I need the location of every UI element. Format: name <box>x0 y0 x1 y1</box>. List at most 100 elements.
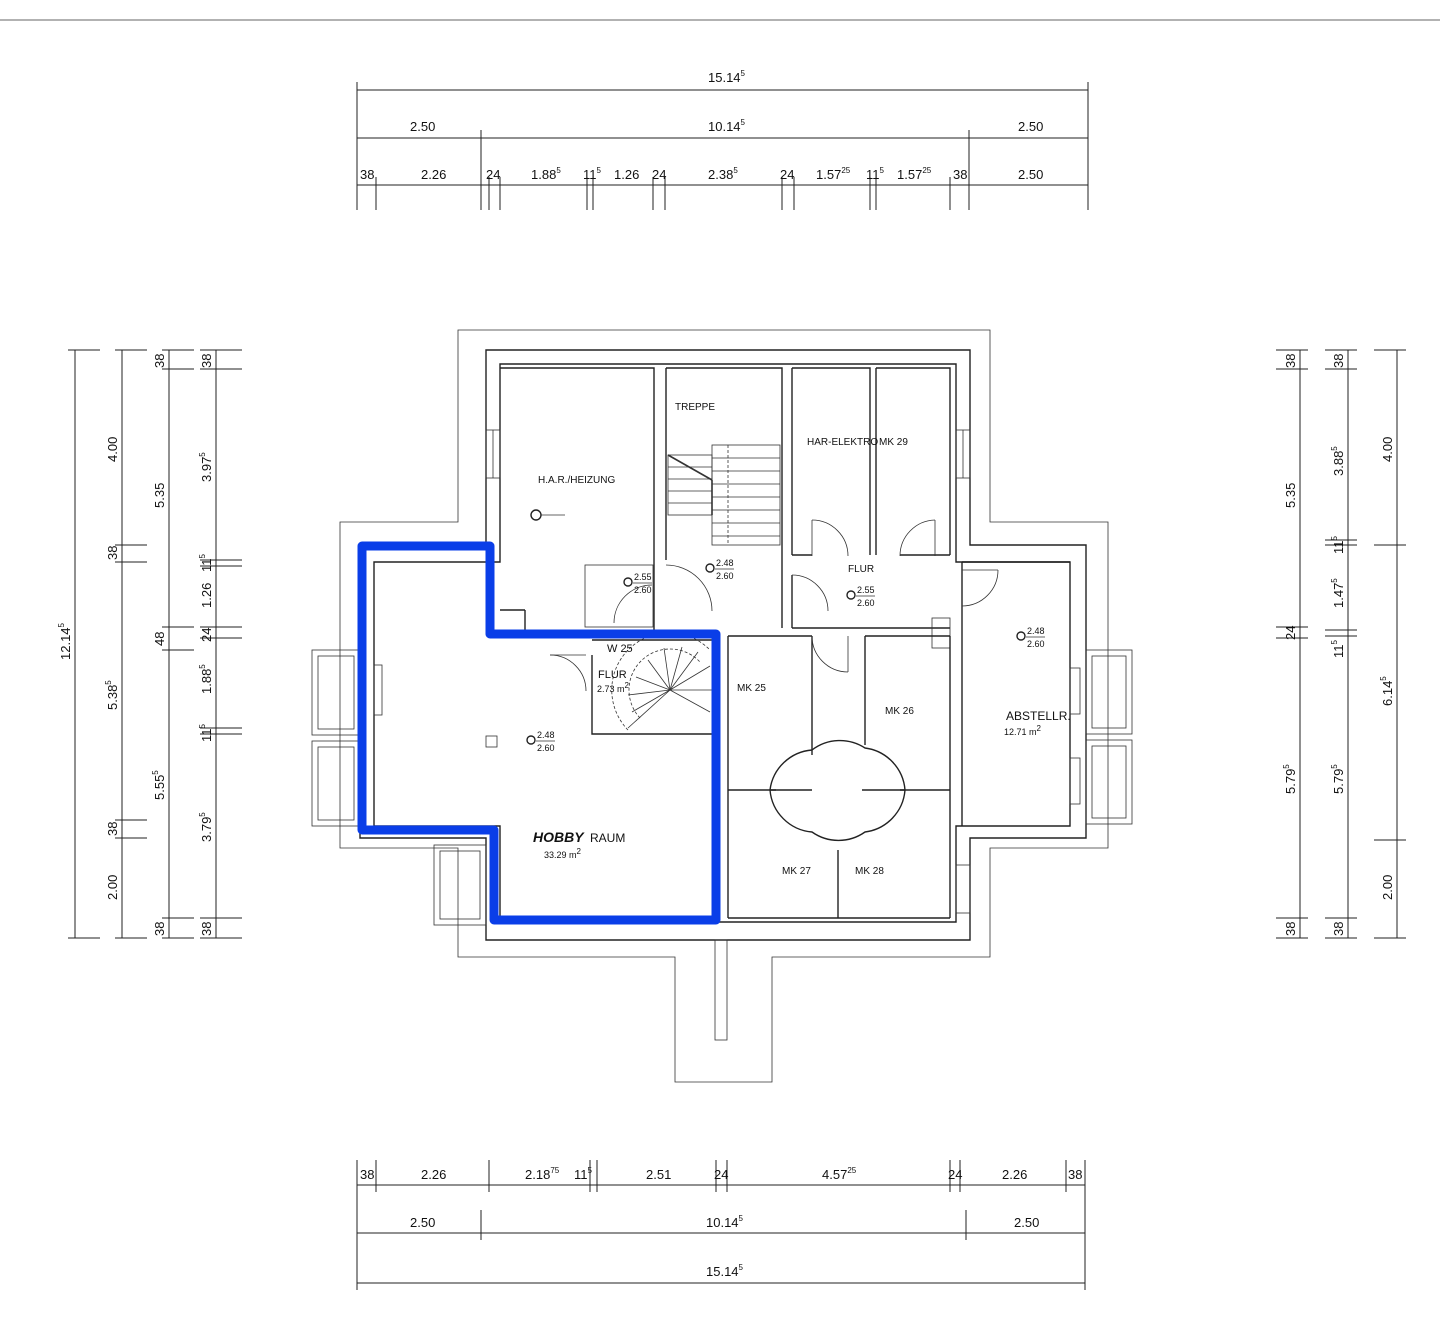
svg-text:2.48: 2.48 <box>537 730 555 740</box>
room-label-abstellr: ABSTELLR. <box>1006 709 1071 723</box>
dim-label: 115 <box>1330 640 1346 659</box>
door-swing <box>899 519 936 557</box>
dim-label: 24 <box>652 167 666 182</box>
light-well-bottom-left-inner <box>439 850 481 920</box>
level-markers: 2.55 2.60 2.48 2.60 2.55 2.60 2.48 2.60 … <box>526 509 1045 753</box>
light-well-left-upper <box>311 649 361 736</box>
dim-label: 115 <box>866 166 885 182</box>
room-label-flur: FLUR <box>848 564 874 575</box>
dim-label: 4.5725 <box>822 1166 857 1182</box>
top-dimension-chains: 15.145 2.50 10.145 2.50 38 2.26 24 1.885… <box>356 69 1089 210</box>
room-label-hobby-handwritten: HOBBY <box>533 829 585 845</box>
dim-label: 3.795 <box>198 812 214 842</box>
dim-label: 15.145 <box>706 1263 744 1279</box>
dim-label: 3.975 <box>198 452 214 482</box>
dim-label: 2.50 <box>410 1215 435 1230</box>
dim-ticks <box>356 82 1089 210</box>
room-area-abstellr: 12.71 m2 <box>1004 724 1042 737</box>
wall <box>876 367 951 555</box>
dim-label: 24 <box>948 1167 962 1182</box>
light-well-right-lower-inner <box>1091 745 1127 819</box>
dim-ticks <box>68 349 242 939</box>
light-well-right-upper <box>1085 649 1133 735</box>
wall <box>666 367 783 628</box>
svg-text:2.60: 2.60 <box>634 585 652 595</box>
svg-text:2.60: 2.60 <box>537 743 555 753</box>
windows <box>373 429 1081 914</box>
level-marker: 2.55 2.60 <box>846 585 875 608</box>
column-marker <box>485 735 498 748</box>
dim-label: 4.00 <box>1380 437 1395 462</box>
svg-text:2.55: 2.55 <box>857 585 875 595</box>
level-marker <box>530 509 565 521</box>
dim-label: 5.35 <box>152 483 167 508</box>
dim-label: 2.51 <box>646 1167 671 1182</box>
dim-label: 38 <box>1068 1167 1082 1182</box>
wall <box>500 367 655 630</box>
dim-label: 115 <box>198 554 214 573</box>
dim-label: 38 <box>105 546 120 560</box>
light-well-right-lower <box>1085 739 1133 825</box>
room-label-treppe: TREPPE <box>675 402 715 413</box>
room-area-hobbyraum: 33.29 m2 <box>544 847 582 860</box>
room-label-mk29: MK 29 <box>879 437 908 448</box>
window <box>1069 667 1081 715</box>
door-swing <box>549 654 587 692</box>
dim-label: 2.26 <box>1002 1167 1027 1182</box>
dim-label: 38 <box>1331 354 1346 368</box>
dim-label: 1.26 <box>199 583 214 608</box>
window <box>955 864 971 914</box>
dim-label: 5.795 <box>1330 764 1346 794</box>
dim-label: 5.555 <box>151 770 167 800</box>
svg-text:2.60: 2.60 <box>1027 639 1045 649</box>
straight-stair <box>667 444 781 546</box>
room-label-w25: W 25 <box>607 643 633 655</box>
dim-label: 10.145 <box>708 118 746 134</box>
window <box>373 664 383 716</box>
left-dimension-chains: 12.145 4.00 38 5.385 38 2.00 38 5.35 48 … <box>57 349 242 939</box>
doors <box>549 519 999 692</box>
stair-flight <box>711 444 781 546</box>
light-well-left-lower-inner <box>317 746 355 821</box>
room-label-mk26: MK 26 <box>885 706 914 717</box>
dim-label: 6.145 <box>1379 676 1395 706</box>
dim-label: 2.50 <box>410 119 435 134</box>
dim-label: 2.1875 <box>525 1166 560 1182</box>
dim-label: 2.50 <box>1014 1215 1039 1230</box>
dim-label: 5.795 <box>1282 764 1298 794</box>
room-label-mk25: MK 25 <box>737 683 766 694</box>
dim-label: 2.26 <box>421 167 446 182</box>
dim-label: 24 <box>1283 626 1298 640</box>
footprint-outer <box>339 329 1109 1083</box>
dim-label: 115 <box>198 724 214 743</box>
dim-label: 38 <box>1283 922 1298 936</box>
door-swing <box>613 584 653 624</box>
level-marker: 2.55 2.60 <box>623 572 652 595</box>
light-well-right-upper-inner <box>1091 655 1127 729</box>
bottom-dimension-chains: 38 2.26 2.1875 115 2.51 24 4.5725 24 2.2… <box>356 1160 1086 1290</box>
dim-label: 1.26 <box>614 167 639 182</box>
dim-label: 2.385 <box>708 166 738 182</box>
dim-label: 2.50 <box>1018 167 1043 182</box>
room-label-raum: RAUM <box>590 831 625 845</box>
door-swing <box>791 574 829 612</box>
svg-text:2.60: 2.60 <box>857 598 875 608</box>
dim-label: 1.885 <box>531 166 561 182</box>
spiral-stair <box>611 632 714 731</box>
dim-label: 2.00 <box>1380 875 1395 900</box>
room-area-flur-small: 2.73 m2 <box>597 681 630 694</box>
right-dimension-chains: 38 5.35 24 5.795 38 38 3.885 115 1.475 1… <box>1276 349 1406 939</box>
level-marker: 2.48 2.60 <box>705 558 734 581</box>
room-label-mk27: MK 27 <box>782 866 811 877</box>
dim-label: 38 <box>1331 922 1346 936</box>
dim-label: 1.5725 <box>816 166 851 182</box>
spiral-stair-inner <box>628 648 701 719</box>
dim-label: 38 <box>199 922 214 936</box>
level-marker: 2.48 2.60 <box>1016 626 1045 649</box>
spiral-stair-outer <box>611 632 711 731</box>
svg-text:2.48: 2.48 <box>716 558 734 568</box>
svg-text:2.60: 2.60 <box>716 571 734 581</box>
dim-label: 48 <box>152 632 167 646</box>
building-outline <box>339 329 1109 1083</box>
room-label-har-elektro: HAR-ELEKTRO <box>807 437 878 448</box>
